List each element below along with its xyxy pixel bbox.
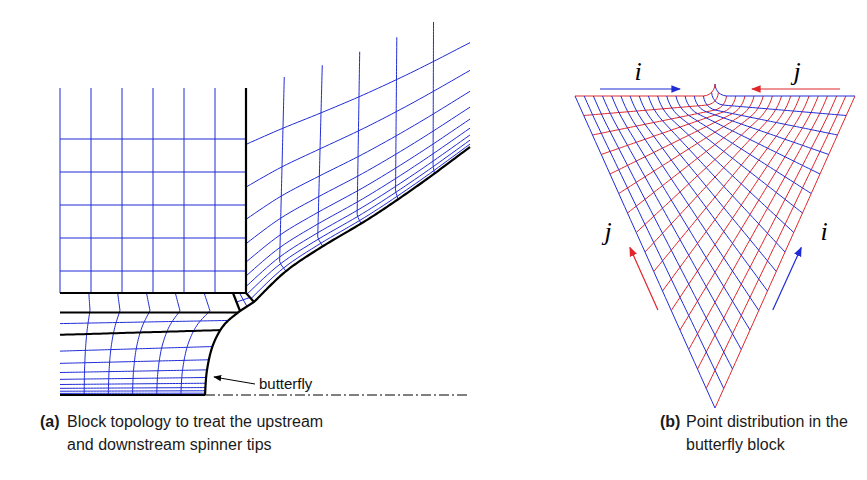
annotation-arrows [214,89,840,384]
grid-line [694,96,828,155]
subcaption-tag: (a) [40,410,60,433]
body-contour [205,147,470,395]
subcaption-text: Point distribution in the butterfly bloc… [686,410,862,456]
grid-line [122,88,123,293]
callout-label: butterfly [259,375,312,393]
index-label: j [604,219,611,245]
index-label: i [634,59,641,85]
block-boundary [60,292,246,294]
grid-line [575,96,715,408]
block-boundary [60,311,238,313]
block-boundaries [60,88,470,395]
grid-line [603,96,742,350]
grid-line [133,293,150,395]
direction-arrow [752,88,840,89]
grid-line [157,293,180,395]
index-label: j [793,59,800,85]
grid-line [715,84,855,96]
subcaption-text: Block topology to treat the upstream and… [67,410,337,456]
direction-arrow [600,88,680,89]
grid-line [60,88,61,293]
grid-line [237,298,251,303]
grid-line [108,293,120,395]
block-boundary [60,330,220,335]
grid-line [60,172,246,173]
grid-line [91,88,92,293]
grid-line [153,88,154,293]
grid-line [60,238,246,239]
grid-line [612,96,750,330]
grid-line [84,293,90,395]
grid-line [433,22,434,174]
grid-line [184,88,185,293]
grid-line [639,96,776,272]
grid-line [280,77,286,271]
grid-line [251,144,470,299]
grid-line [648,96,785,252]
grid-line [60,205,246,206]
leader-arrow [214,377,255,384]
symmetry-axis [205,395,470,396]
direction-arrow [630,248,658,310]
grid-line [593,96,732,369]
grid-line [601,96,735,155]
grid-line [357,52,361,224]
grid-line [215,88,216,293]
grid-line [621,96,759,311]
block-boundary [246,293,254,302]
block-boundary [233,293,240,311]
grid-line [575,84,715,96]
grid-line [658,96,794,233]
direction-arrow [773,248,801,310]
index-label: i [820,219,827,245]
subcaption-tag: (b) [660,410,680,433]
block-boundary [60,394,205,396]
grid-line [60,271,246,272]
block-boundary [245,88,247,293]
grid-line [663,96,800,291]
grid-line [396,37,399,199]
grid-line [584,96,724,389]
grid-line [60,139,246,140]
grid-line [703,96,837,135]
grid-line [318,65,323,246]
grid-line [630,96,767,291]
mesh-grid [60,22,855,408]
